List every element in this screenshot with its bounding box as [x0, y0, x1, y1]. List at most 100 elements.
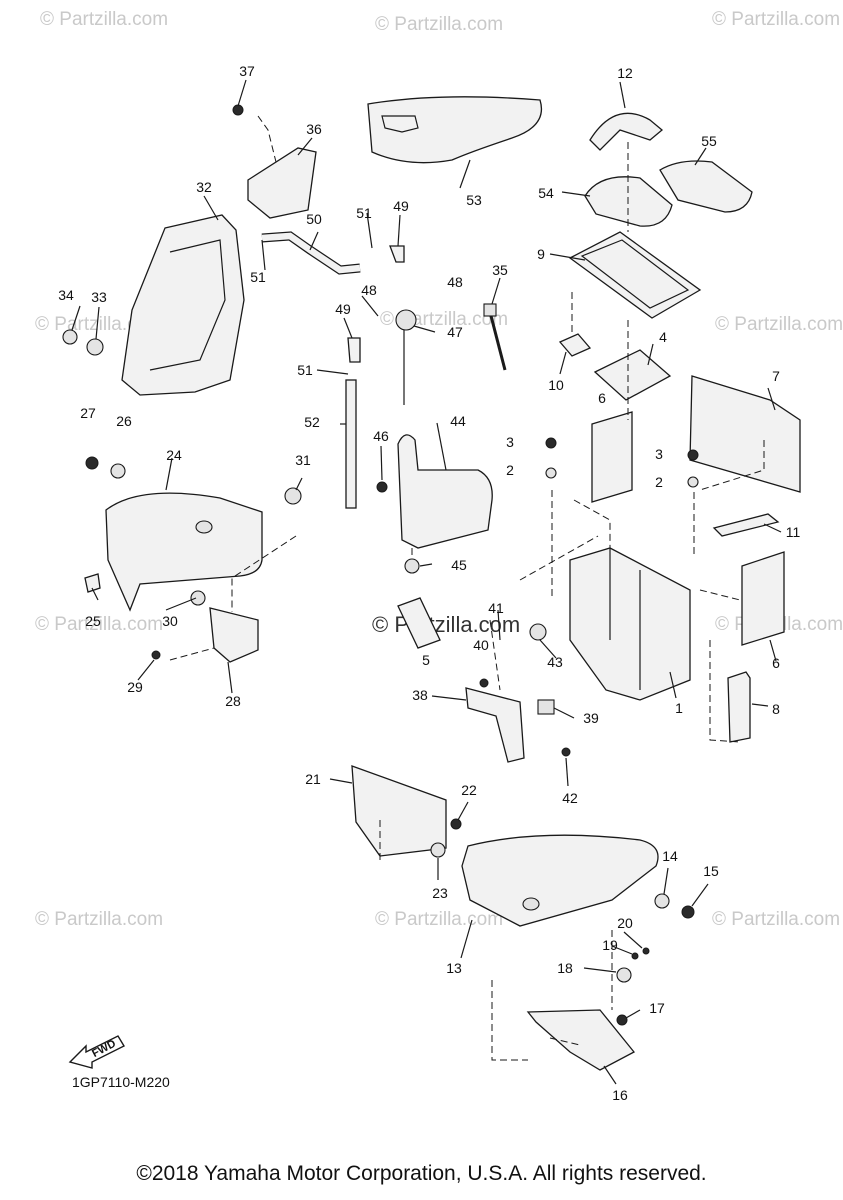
leader-lines — [71, 79, 782, 1085]
callout-42: 42 — [562, 790, 578, 806]
part-49-fitting — [347, 337, 361, 363]
watermark-text: © Partzilla.com — [35, 909, 163, 930]
callout-2: 2 — [506, 462, 514, 478]
callout-6: 6 — [598, 390, 606, 406]
part-52-hose — [345, 379, 357, 509]
callout-2: 2 — [655, 474, 663, 490]
part-11-plate — [712, 513, 780, 537]
callout-37: 37 — [239, 63, 255, 79]
part-15-bolt — [681, 905, 695, 919]
callout-53: 53 — [466, 192, 482, 208]
part-46-bolt — [376, 481, 388, 493]
callout-33: 33 — [91, 289, 107, 305]
part-47-cap — [395, 309, 417, 331]
part-18-clip — [616, 967, 632, 983]
part-1-box — [569, 547, 691, 701]
part-27-bolt — [85, 456, 99, 470]
callout-20: 20 — [617, 915, 633, 931]
callout-24: 24 — [166, 447, 182, 463]
part-23-grommet — [430, 842, 446, 858]
part-45-grommet — [404, 558, 420, 574]
diagram-code: 1GP7110-M220 — [72, 1074, 170, 1090]
callout-38: 38 — [412, 687, 428, 703]
part-13-cover — [461, 834, 659, 927]
watermark-text: © Partzilla.com — [35, 614, 163, 635]
callout-10: 10 — [548, 377, 564, 393]
part-16-bracket — [526, 1009, 636, 1071]
part-10-pad — [558, 333, 592, 357]
callout-43: 43 — [547, 654, 563, 670]
part-25-label — [84, 573, 101, 593]
part-21-bracket — [351, 765, 447, 857]
part-43-clip — [529, 623, 547, 641]
part-3-bolt — [687, 449, 699, 461]
callout-1: 1 — [675, 700, 683, 716]
callout-25: 25 — [85, 613, 101, 629]
callout-31: 31 — [295, 452, 311, 468]
callout-11: 11 — [786, 524, 801, 540]
part-42-bolt — [561, 747, 571, 757]
part-29-bolt — [151, 650, 161, 660]
callout-51: 51 — [297, 362, 313, 378]
callout-9: 9 — [537, 246, 545, 262]
part-38-bracket — [465, 687, 525, 763]
part-34-bolt — [62, 329, 78, 345]
callout-4: 4 — [659, 329, 667, 345]
part-37-bolt — [232, 104, 244, 116]
part-28-bracket — [209, 607, 259, 663]
watermark-text: © Partzilla.com — [40, 9, 168, 30]
callout-34: 34 — [58, 287, 74, 303]
callout-47: 47 — [447, 324, 463, 340]
watermark-text: © Partzilla.com — [712, 9, 840, 30]
part-drawings — [62, 96, 801, 1071]
callout-45: 45 — [451, 557, 467, 573]
callout-49: 49 — [393, 198, 409, 214]
callout-46: 46 — [373, 428, 389, 444]
part-55-pad — [659, 160, 753, 213]
callout-8: 8 — [772, 701, 780, 717]
part-36-cover — [247, 147, 317, 219]
part-19-washer — [631, 952, 639, 960]
part-9-tray — [568, 231, 702, 319]
callout-54: 54 — [538, 185, 554, 201]
callout-48: 48 — [361, 282, 377, 298]
part-20-bolt — [642, 947, 650, 955]
callout-30: 30 — [162, 613, 178, 629]
callout-22: 22 — [461, 782, 477, 798]
callout-55: 55 — [701, 133, 717, 149]
callout-19: 19 — [602, 937, 618, 953]
watermark-text: © Partzilla.com — [712, 909, 840, 930]
callout-3: 3 — [506, 434, 514, 450]
part-26-washer — [110, 463, 126, 479]
part-14-washer — [654, 893, 670, 909]
callout-36: 36 — [306, 121, 322, 137]
callout-50: 50 — [306, 211, 322, 227]
watermark-text: © Partzilla.com — [375, 14, 503, 35]
part-17-bolt — [616, 1014, 628, 1026]
part-6-pad — [591, 411, 633, 503]
part-3-bolt — [545, 437, 557, 449]
part-2-washer — [545, 467, 557, 479]
callout-21: 21 — [305, 771, 321, 787]
callout-3: 3 — [655, 446, 663, 462]
fwd-arrow-icon: FWD — [68, 1035, 125, 1069]
callout-29: 29 — [127, 679, 143, 695]
part-7-pad — [689, 375, 801, 493]
center-watermark: © Partzilla.com — [372, 612, 520, 637]
watermark-text: © Partzilla.com — [715, 314, 843, 335]
part-2-washer — [687, 476, 699, 488]
callout-48: 48 — [447, 274, 463, 290]
part-12-strap — [589, 112, 664, 151]
part-31-grommet — [284, 487, 302, 505]
callout-numbers: 1 2 2 3 3 4 5 6 6 7 8 9 10 11 12 13 14 1… — [58, 63, 800, 1103]
part-24-cover — [105, 492, 263, 612]
part-5-panel — [397, 597, 441, 649]
part-53-pad — [367, 96, 542, 164]
callout-13: 13 — [446, 960, 462, 976]
part-39-block — [537, 699, 555, 715]
part-49-fitting — [389, 245, 405, 263]
callout-18: 18 — [557, 960, 573, 976]
part-35-strap — [488, 311, 507, 371]
callout-7: 7 — [772, 368, 780, 384]
